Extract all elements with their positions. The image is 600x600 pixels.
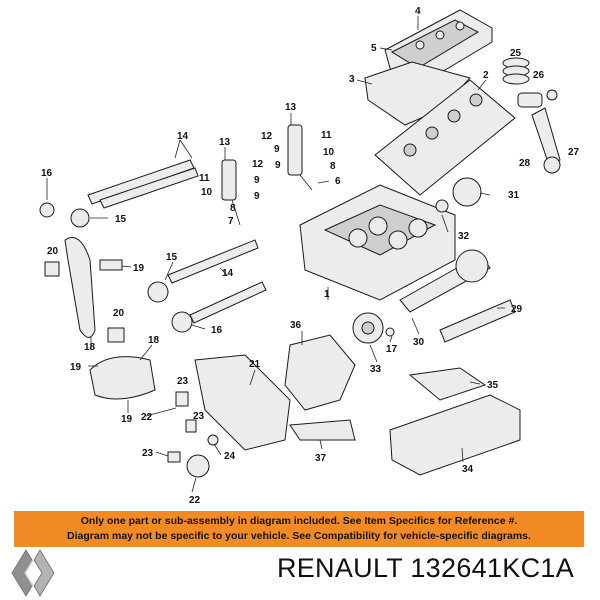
oil-pickup [289,419,356,441]
sensor-22-lower [186,454,210,478]
callout-8: 8 [230,203,236,214]
callout-14b: 14 [222,268,234,279]
callout-15: 15 [115,214,127,225]
callout-29: 29 [511,304,523,315]
callout-20b: 20 [113,308,125,319]
main-bearings [439,299,516,343]
callout-34: 34 [462,464,474,475]
valve-train-left [221,159,241,226]
callout-24: 24 [224,451,236,462]
callout-18: 18 [84,342,96,353]
camshafts-lower [167,239,267,324]
chain-guide-20-lower [107,327,125,343]
callout-17: 17 [386,344,398,355]
callout-35: 35 [487,380,499,391]
sensor-24 [207,434,219,446]
cam-sprocket-15-lower [147,281,169,303]
callout-25: 25 [510,48,522,59]
cam-sprocket-16-lower [171,311,193,333]
sensor-23 [185,419,197,433]
valve-train-right [287,124,313,191]
callout-23: 23 [177,376,189,387]
chain-guide-19 [99,259,123,271]
callout-13b: 13 [285,102,297,113]
camshafts-upper [87,159,199,209]
connecting-rod [531,107,561,174]
callout-26: 26 [533,70,545,81]
callout-5: 5 [371,43,377,54]
callout-3: 3 [349,74,355,85]
callout-32: 32 [458,231,470,242]
callout-11: 11 [199,173,210,184]
leader-lines [46,16,505,493]
engine-block [299,184,456,301]
callout-7: 7 [228,216,234,227]
exploded-engine-diagram: 1 2 3 4 5 6 7 8 8 9 9 9 9 10 10 11 11 12… [39,6,580,506]
callout-9c: 9 [274,144,280,155]
callout-23b: 23 [193,411,205,422]
sensor-22 [175,391,189,407]
callout-27: 27 [568,147,580,158]
callout-8b: 8 [330,161,336,172]
cam-sprocket-16 [39,202,55,218]
callout-13: 13 [219,137,231,148]
disclaimer-banner: Only one part or sub-assembly in diagram… [14,511,584,547]
callout-11b: 11 [321,130,332,141]
callout-4: 4 [415,6,421,17]
callout-18b: 18 [148,335,160,346]
callout-20: 20 [47,246,59,257]
oil-baffle [408,367,487,401]
callout-6: 6 [335,176,341,187]
cam-sprocket-15 [70,208,90,228]
callout-9: 9 [254,175,260,186]
oil-pan [389,394,521,476]
callout-10: 10 [201,187,213,198]
callout-19: 19 [133,263,145,274]
callout-37: 37 [315,453,327,464]
callout-9d: 9 [275,160,281,171]
callout-36: 36 [290,320,302,331]
callout-15b: 15 [166,252,178,263]
renault-logo-icon [11,549,55,597]
callout-23c: 23 [142,448,154,459]
part-number-label: RENAULT 132641KC1A [276,553,574,583]
rear-main-seal-retainer [452,177,482,207]
callout-21: 21 [249,359,261,370]
chain-tensioner-20 [44,261,60,277]
timing-cover [194,354,291,451]
crank-key [385,327,395,337]
callout-2: 2 [483,70,489,81]
callouts: 1 2 3 4 5 6 7 8 8 9 9 9 9 10 10 11 11 12… [41,6,580,506]
callout-12b: 12 [261,131,273,142]
piston-rings [502,57,558,108]
disclaimer-line-1: Only one part or sub-assembly in diagram… [80,515,518,527]
callout-14: 14 [177,131,189,142]
callout-28: 28 [519,158,531,169]
callout-1: 1 [324,289,330,300]
cylinder-head-right [374,79,516,196]
sensor-23-lower [167,451,181,463]
callout-19b: 19 [70,362,82,373]
crankshaft [399,249,491,313]
callout-33: 33 [370,364,382,375]
water-pump [284,334,356,411]
timing-chain-lower [89,356,156,400]
callout-30: 30 [413,337,425,348]
callout-16b: 16 [211,325,223,336]
callout-16: 16 [41,168,53,179]
rear-seal [435,199,449,213]
disclaimer-line-2: Diagram may not be specific to your vehi… [67,530,531,542]
callout-19c: 19 [121,414,133,425]
callout-10b: 10 [323,147,335,158]
callout-31: 31 [508,190,520,201]
callout-12: 12 [252,159,264,170]
callout-22b: 22 [189,495,201,506]
callout-22: 22 [141,412,153,423]
callout-9b: 9 [254,191,260,202]
timing-chain-left [64,237,96,338]
